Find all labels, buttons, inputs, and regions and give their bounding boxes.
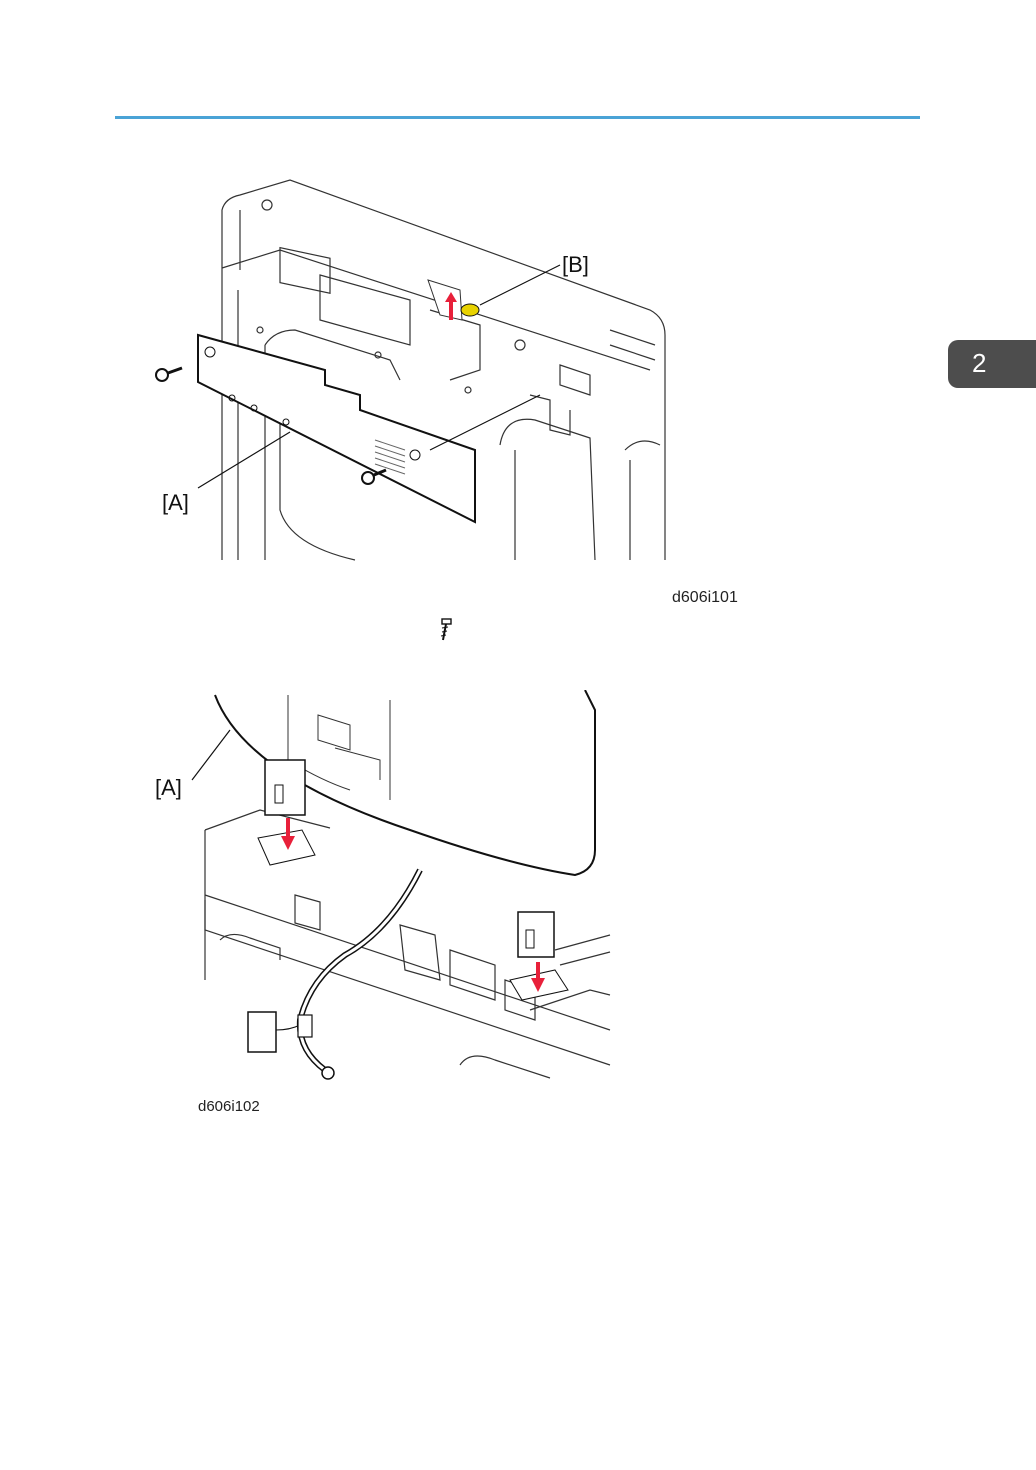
callout-a2: [A] xyxy=(155,775,182,800)
bracket-a xyxy=(198,335,475,522)
leader-hole xyxy=(430,395,540,450)
figure-id-label: d606i102 xyxy=(198,1098,260,1115)
screw-center-icon xyxy=(362,470,386,484)
screw-icon xyxy=(437,618,455,642)
figure-d606i102: [A] xyxy=(150,690,620,1120)
leader-b xyxy=(480,265,560,305)
leader-a2 xyxy=(192,730,230,780)
chapter-tab[interactable]: 2 xyxy=(948,340,1036,388)
clamp-b xyxy=(428,280,479,320)
figure-d606i101: [A] [B] xyxy=(150,170,670,570)
foot-right xyxy=(510,912,568,1000)
figure-id-label: d606i101 xyxy=(672,589,738,607)
callout-a: [A] xyxy=(162,490,189,515)
header-rule xyxy=(115,116,920,119)
callout-b: [B] xyxy=(562,252,589,277)
leader-a xyxy=(198,432,290,488)
chapter-number: 2 xyxy=(972,348,986,379)
wire-harness xyxy=(248,870,420,1079)
screw-left-icon xyxy=(156,368,182,381)
